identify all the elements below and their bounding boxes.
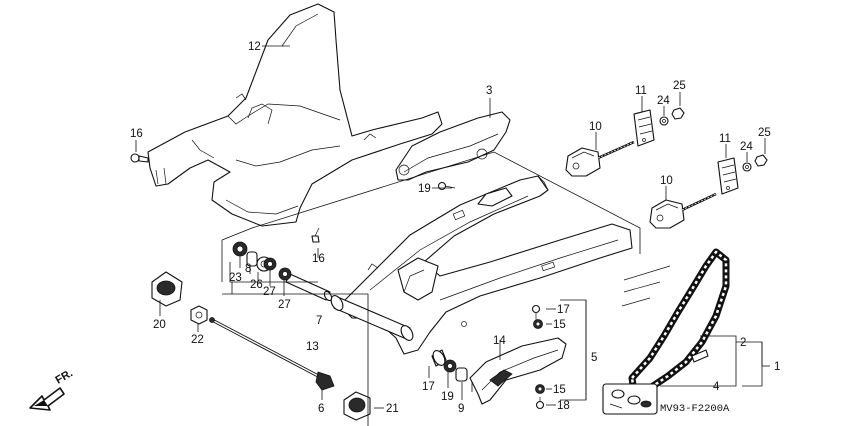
label-8: 8	[245, 263, 251, 275]
label-16-lower: 16	[312, 253, 325, 265]
diagram-code: MV93-F2200A	[660, 403, 730, 415]
collar-27a	[263, 257, 277, 271]
label-23: 23	[229, 272, 242, 284]
pivot-cap-right	[343, 391, 371, 421]
washer-24-upper	[659, 116, 669, 126]
label-25-upper: 25	[673, 80, 686, 92]
label-5: 5	[591, 352, 597, 364]
label-26: 26	[250, 279, 263, 291]
washer-24-lower	[742, 162, 752, 172]
pivot-nut	[190, 305, 208, 325]
washer-15-upper	[533, 319, 543, 329]
label-24-upper: 24	[657, 95, 670, 107]
drive-chain	[621, 248, 730, 396]
label-7: 7	[316, 315, 322, 327]
screw-17-upper	[531, 304, 541, 321]
chain-adjuster-upper	[565, 140, 635, 177]
bearing-8	[246, 251, 258, 267]
adjuster-plate-upper	[633, 109, 655, 147]
chain-case	[395, 111, 511, 181]
label-15-lower: 15	[553, 384, 566, 396]
label-12: 14	[493, 335, 506, 347]
chain-label-tag	[691, 349, 709, 363]
label-27b: 27	[278, 299, 291, 311]
dust-seal-23	[232, 241, 248, 257]
rear-fender	[147, 3, 443, 227]
bearing-21	[431, 349, 447, 367]
collar-27b	[278, 267, 292, 281]
chain-adjuster-lower	[649, 192, 717, 229]
label-17-lower: 18	[557, 400, 570, 412]
label-19-left: 20	[153, 319, 166, 331]
label-3: 3	[486, 85, 492, 97]
label-6: 6	[318, 403, 324, 415]
label-1: 1	[774, 361, 780, 373]
label-10-upper: 10	[589, 121, 602, 133]
label-4: 4	[713, 381, 720, 393]
swingarm-pivot-tube	[330, 295, 414, 341]
nut-25-upper	[671, 107, 685, 120]
collar-9	[455, 367, 468, 382]
fender-bolt-lower	[311, 227, 320, 243]
chain-slider	[469, 337, 567, 405]
washer-15-lower	[535, 384, 545, 394]
grouping-lines	[221, 151, 770, 426]
label-18: 19	[418, 183, 431, 195]
pivot-bolt	[209, 317, 335, 391]
leader-lines	[135, 45, 766, 409]
label-20: 22	[191, 334, 204, 346]
label-9: 9	[458, 403, 464, 415]
swingarm	[339, 175, 633, 355]
label-24-lower: 24	[740, 141, 753, 153]
label-11-lower: 11	[719, 133, 731, 145]
chain-case-bolt	[437, 181, 456, 191]
label-15-upper: 15	[553, 319, 566, 331]
arrow-down-left-icon	[29, 387, 65, 411]
label-27a: 27	[263, 286, 276, 298]
label-19-right: 21	[386, 403, 399, 415]
label-17-upper: 17	[557, 304, 570, 316]
pivot-cap-left	[151, 271, 183, 307]
dust-seal-22	[443, 359, 457, 373]
label-21: 17	[422, 381, 435, 393]
master-link	[602, 383, 658, 415]
label-22: 19	[441, 391, 454, 403]
nut-25-lower	[754, 154, 768, 167]
front-label: FR.	[54, 367, 75, 386]
fender-bolt	[130, 153, 149, 163]
part-labels: 12 16 16 3 19 10 11 24 25 10 11 24 25 17…	[130, 41, 780, 415]
label-16-upper: 16	[130, 128, 143, 140]
label-11-upper: 11	[635, 85, 647, 97]
label-13: 13	[306, 341, 319, 353]
pivot-collar	[285, 273, 333, 302]
label-2: 2	[740, 337, 746, 349]
label-10-lower: 10	[660, 175, 673, 187]
adjuster-plate-lower	[717, 157, 739, 195]
label-25-lower: 25	[758, 127, 771, 139]
screw-17-lower	[535, 397, 545, 410]
label-14: 12	[248, 41, 261, 53]
